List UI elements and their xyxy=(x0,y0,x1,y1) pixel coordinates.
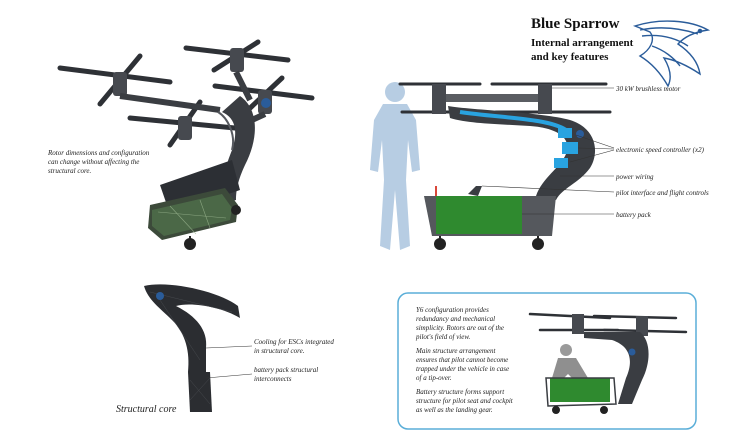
feature-para-1: Y6 configuration provides redundancy and… xyxy=(415,306,506,341)
label-battery-pack: battery pack xyxy=(616,211,652,219)
label-pilot-interface: pilot interface and flight controls xyxy=(615,189,709,197)
label-motor: 30 kW brushless motor xyxy=(615,85,681,93)
esc-block-2 xyxy=(562,142,578,154)
feature-para-2: Main structure arrangement ensures that … xyxy=(415,347,511,382)
drone-perspective-render xyxy=(57,39,315,250)
label-cooling: Cooling for ESCs integrated in structura… xyxy=(254,338,336,355)
sparrow-logo-icon xyxy=(632,20,711,88)
rotor-note: Rotor dimensions and configuration can c… xyxy=(47,149,151,175)
label-power-wiring: power wiring xyxy=(615,173,654,181)
motor-pods xyxy=(113,48,272,140)
page-title: Blue Sparrow xyxy=(531,16,620,32)
subtitle-line-1: Internal arrangement xyxy=(531,37,634,49)
pilot-silhouette xyxy=(370,82,420,250)
esc-block-1 xyxy=(558,128,572,138)
structural-core-caption: Structural core xyxy=(116,404,177,415)
header: Blue Sparrow Internal arrangement and ke… xyxy=(531,16,634,63)
drone-side-view xyxy=(398,82,612,250)
pilot-in-drone-render xyxy=(528,312,688,414)
battery-pack-block xyxy=(436,196,522,234)
leader-lines xyxy=(481,87,615,215)
subtitle-line-2: and key features xyxy=(531,51,609,63)
label-esc: electronic speed controller (x2) xyxy=(616,146,705,154)
feature-para-3: Battery structure forms support structur… xyxy=(416,388,515,414)
structural-core-render xyxy=(144,284,240,412)
label-battery-interconnects: battery pack structural interconnects xyxy=(254,366,320,383)
